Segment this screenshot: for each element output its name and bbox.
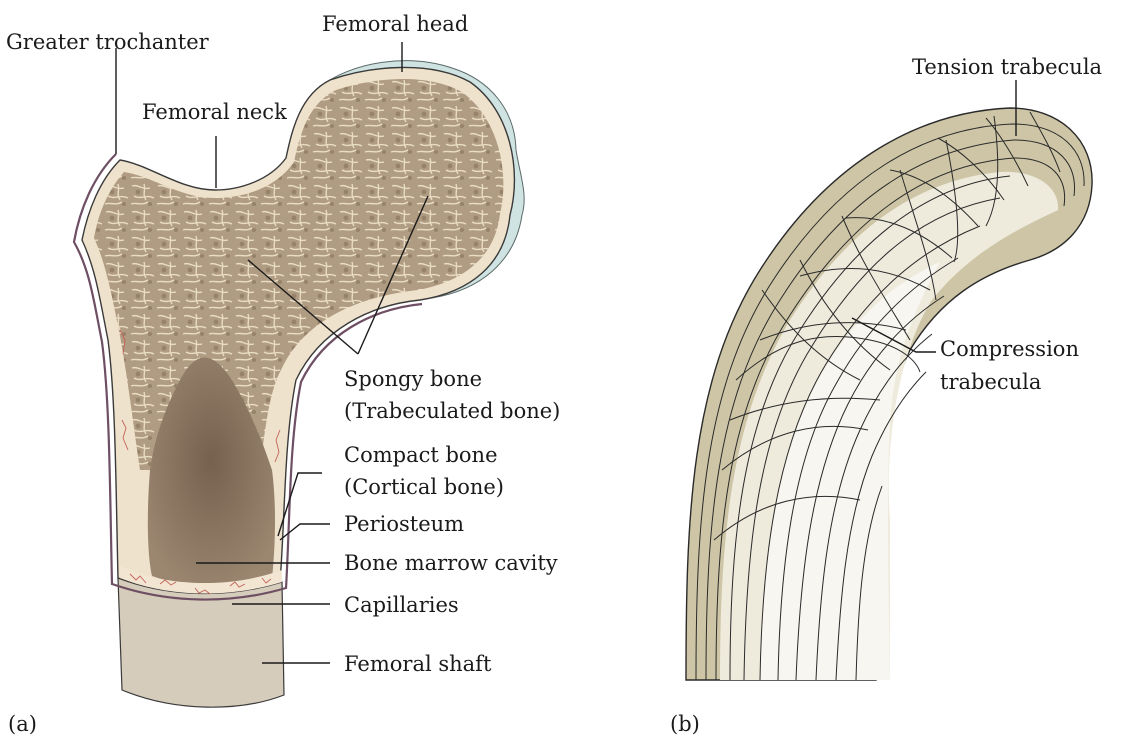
- label-compression-trabecula: trabecula: [940, 370, 1041, 394]
- label-compression: Compression: [940, 337, 1079, 361]
- label-tension-trabecula: Tension trabecula: [912, 55, 1102, 79]
- panel-a: Greater trochanter Femoral head Femoral …: [6, 12, 560, 736]
- label-cortical-bone: (Cortical bone): [344, 475, 504, 499]
- label-trabeculated-bone: (Trabeculated bone): [344, 399, 560, 423]
- label-femoral-neck: Femoral neck: [142, 100, 287, 124]
- panel-b: Tension trabecula Compression trabecula …: [670, 55, 1102, 736]
- label-greater-trochanter: Greater trochanter: [6, 30, 210, 54]
- label-marrow-cavity: Bone marrow cavity: [344, 551, 558, 575]
- label-femoral-shaft: Femoral shaft: [344, 652, 492, 676]
- label-spongy-bone: Spongy bone: [344, 367, 482, 391]
- label-capillaries: Capillaries: [344, 593, 459, 617]
- caption-a: (a): [8, 712, 37, 736]
- label-compact-bone: Compact bone: [344, 443, 498, 467]
- caption-b: (b): [670, 712, 700, 736]
- label-periosteum: Periosteum: [344, 512, 464, 536]
- label-femoral-head: Femoral head: [322, 12, 468, 36]
- femoral-shaft-cut: [118, 578, 284, 707]
